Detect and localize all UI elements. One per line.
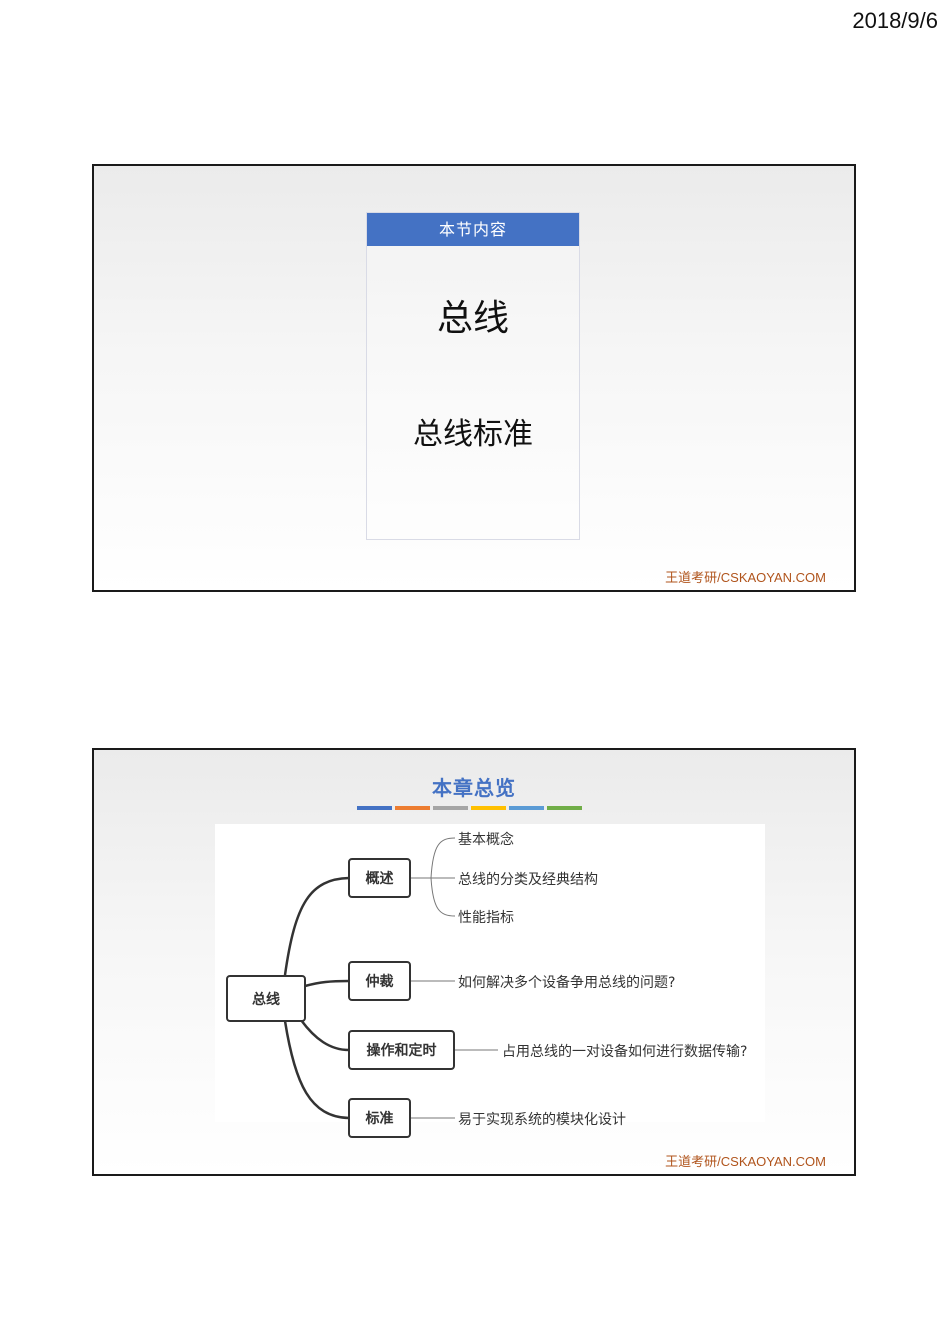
slide-footer-watermark: 王道考研/CSKAOYAN.COM	[665, 570, 826, 585]
mindmap-branch-standard: 标准	[348, 1098, 411, 1138]
color-bar-divider	[357, 806, 582, 810]
contents-item-bus-standard: 总线标准	[413, 417, 533, 452]
mindmap-leaf: 性能指标	[458, 910, 514, 926]
print-date: 2018/9/6	[852, 8, 938, 33]
mindmap: 总线 概述 基本概念 总线的分类及经典结构 性能指标 仲裁 如何解决多个设备争用…	[215, 824, 765, 1138]
mindmap-root-node: 总线	[226, 975, 306, 1022]
mindmap-leaf: 基本概念	[458, 832, 514, 848]
slide-chapter-overview: 本章总览 总线 概述 基本概念 总线的分类及经典结构 性能指	[92, 748, 856, 1176]
contents-panel: 本节内容 总线 总线标准	[366, 212, 580, 540]
mindmap-leaf: 总线的分类及经典结构	[458, 872, 598, 888]
color-bar	[471, 806, 506, 810]
mindmap-connectors	[283, 837, 498, 1120]
mindmap-leaf: 易于实现系统的模块化设计	[458, 1112, 626, 1128]
mindmap-branch-arbitration: 仲裁	[348, 961, 411, 1001]
color-bar	[395, 806, 430, 810]
mindmap-branch-overview: 概述	[348, 858, 411, 898]
color-bar	[433, 806, 468, 810]
contents-header: 本节内容	[367, 213, 579, 246]
mindmap-leaf: 占用总线的一对设备如何进行数据传输?	[502, 1044, 748, 1060]
color-bar	[509, 806, 544, 810]
mindmap-branch-operation-timing: 操作和定时	[348, 1030, 455, 1070]
slide-title: 本章总览	[432, 776, 516, 800]
slide-section-contents: 本节内容 总线 总线标准 王道考研/CSKAOYAN.COM	[92, 164, 856, 592]
mindmap-leaf: 如何解决多个设备争用总线的问题?	[458, 975, 676, 991]
slide-footer-watermark: 王道考研/CSKAOYAN.COM	[665, 1154, 826, 1169]
color-bar	[547, 806, 582, 810]
contents-item-bus: 总线	[436, 298, 509, 339]
color-bar	[357, 806, 392, 810]
